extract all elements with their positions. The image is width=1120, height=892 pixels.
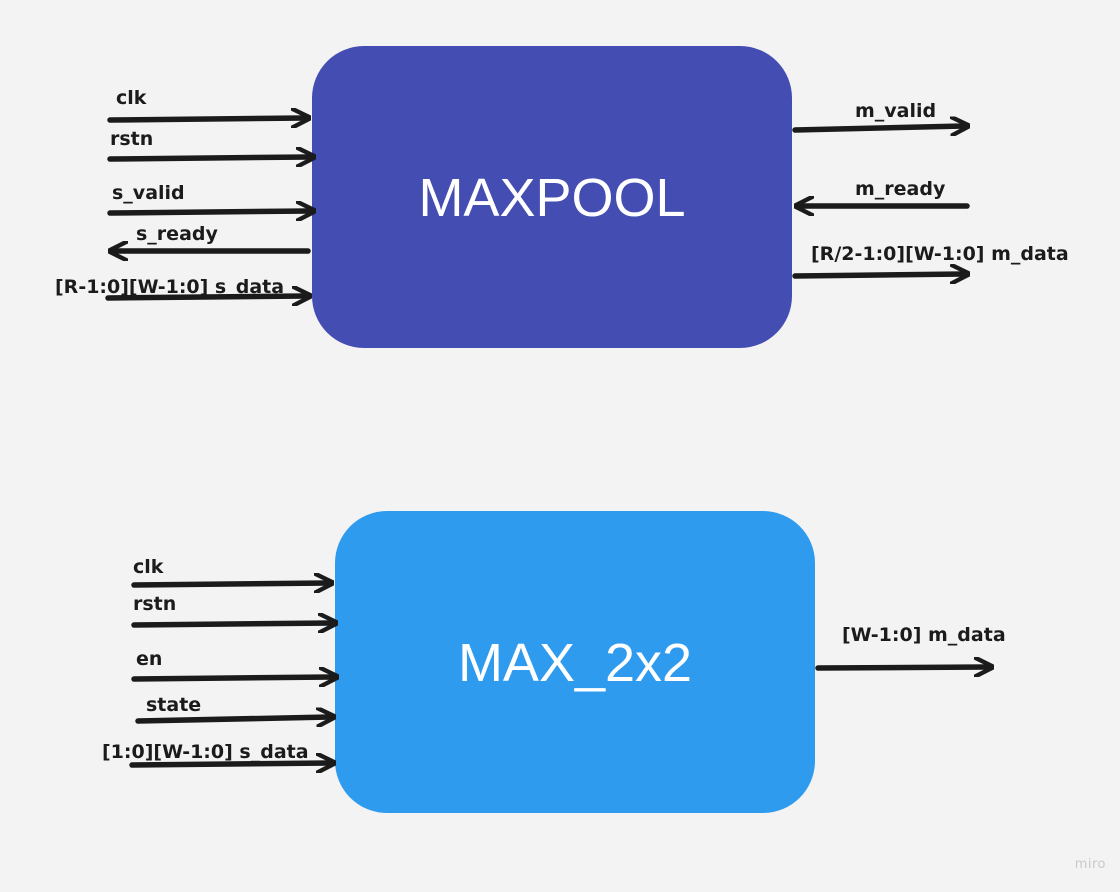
port-2x2-s-data-label: [1:0][W-1:0] s_data: [102, 741, 309, 763]
port-s-data: [R-1:0][W-1:0] s_data: [55, 276, 306, 298]
port-2x2-rstn-label: rstn: [133, 593, 176, 615]
port-2x2-clk: clk: [131, 556, 328, 585]
port-clk-label: clk: [116, 87, 147, 109]
port-2x2-en-label: en: [136, 648, 162, 670]
port-m-valid: m_valid: [792, 100, 964, 130]
block-maxpool-ports-left: clk rstn s_valid s_ready [R-1:0][W-1:0] …: [55, 87, 310, 298]
port-2x2-s-data: [1:0][W-1:0] s_data: [102, 741, 330, 765]
port-2x2-m-data-label: [W-1:0] m_data: [842, 624, 1006, 646]
port-s-data-arrow: [105, 296, 306, 298]
block-max-2x2-body: [335, 511, 815, 813]
port-2x2-m-data-arrow: [815, 667, 988, 668]
miro-watermark: miro: [1074, 857, 1106, 872]
port-m-data-arrow: [792, 274, 964, 276]
block-max-2x2-title: MAX_2x2: [458, 633, 692, 693]
port-s-valid-label: s_valid: [112, 182, 185, 204]
port-rstn: rstn: [107, 128, 310, 159]
port-m-ready: m_ready: [800, 178, 970, 206]
port-2x2-en: en: [131, 648, 333, 679]
port-s-data-label: [R-1:0][W-1:0] s_data: [55, 276, 284, 298]
port-s-valid-arrow: [107, 211, 310, 213]
port-s-ready-label: s_ready: [136, 223, 218, 245]
block-max-2x2[interactable]: MAX_2x2: [335, 511, 815, 813]
port-s-ready: s_ready: [114, 223, 311, 251]
port-clk-arrow: [107, 118, 305, 120]
port-2x2-en-arrow: [131, 677, 333, 679]
block-maxpool-body: [312, 46, 792, 348]
port-2x2-s-data-arrow: [129, 763, 330, 765]
block-maxpool-title: MAXPOOL: [418, 168, 685, 228]
port-2x2-rstn-arrow: [131, 623, 332, 625]
port-s-valid: s_valid: [107, 182, 310, 213]
port-2x2-state-arrow: [135, 717, 330, 721]
port-2x2-rstn: rstn: [131, 593, 332, 625]
port-m-data: [R/2-1:0][W-1:0] m_data: [792, 243, 1069, 276]
port-2x2-state-label: state: [146, 694, 201, 716]
port-2x2-m-data: [W-1:0] m_data: [815, 624, 1006, 668]
block-max-2x2-ports-right: [W-1:0] m_data: [815, 624, 1006, 668]
port-m-data-label: [R/2-1:0][W-1:0] m_data: [811, 243, 1069, 265]
port-m-valid-arrow: [792, 126, 964, 130]
block-maxpool[interactable]: MAXPOOL: [312, 46, 792, 348]
port-m-valid-label: m_valid: [855, 100, 936, 122]
block-max-2x2-ports-left: clk rstn en state [1:0][W-1:0] s_data: [102, 556, 333, 765]
port-clk: clk: [107, 87, 305, 120]
port-2x2-state: state: [135, 694, 330, 721]
block-maxpool-ports-right: m_valid m_ready [R/2-1:0][W-1:0] m_data: [792, 100, 1069, 276]
port-2x2-clk-label: clk: [133, 556, 164, 578]
port-2x2-clk-arrow: [131, 583, 328, 585]
port-rstn-arrow: [107, 157, 310, 159]
port-rstn-label: rstn: [110, 128, 153, 150]
port-m-ready-label: m_ready: [855, 178, 946, 200]
